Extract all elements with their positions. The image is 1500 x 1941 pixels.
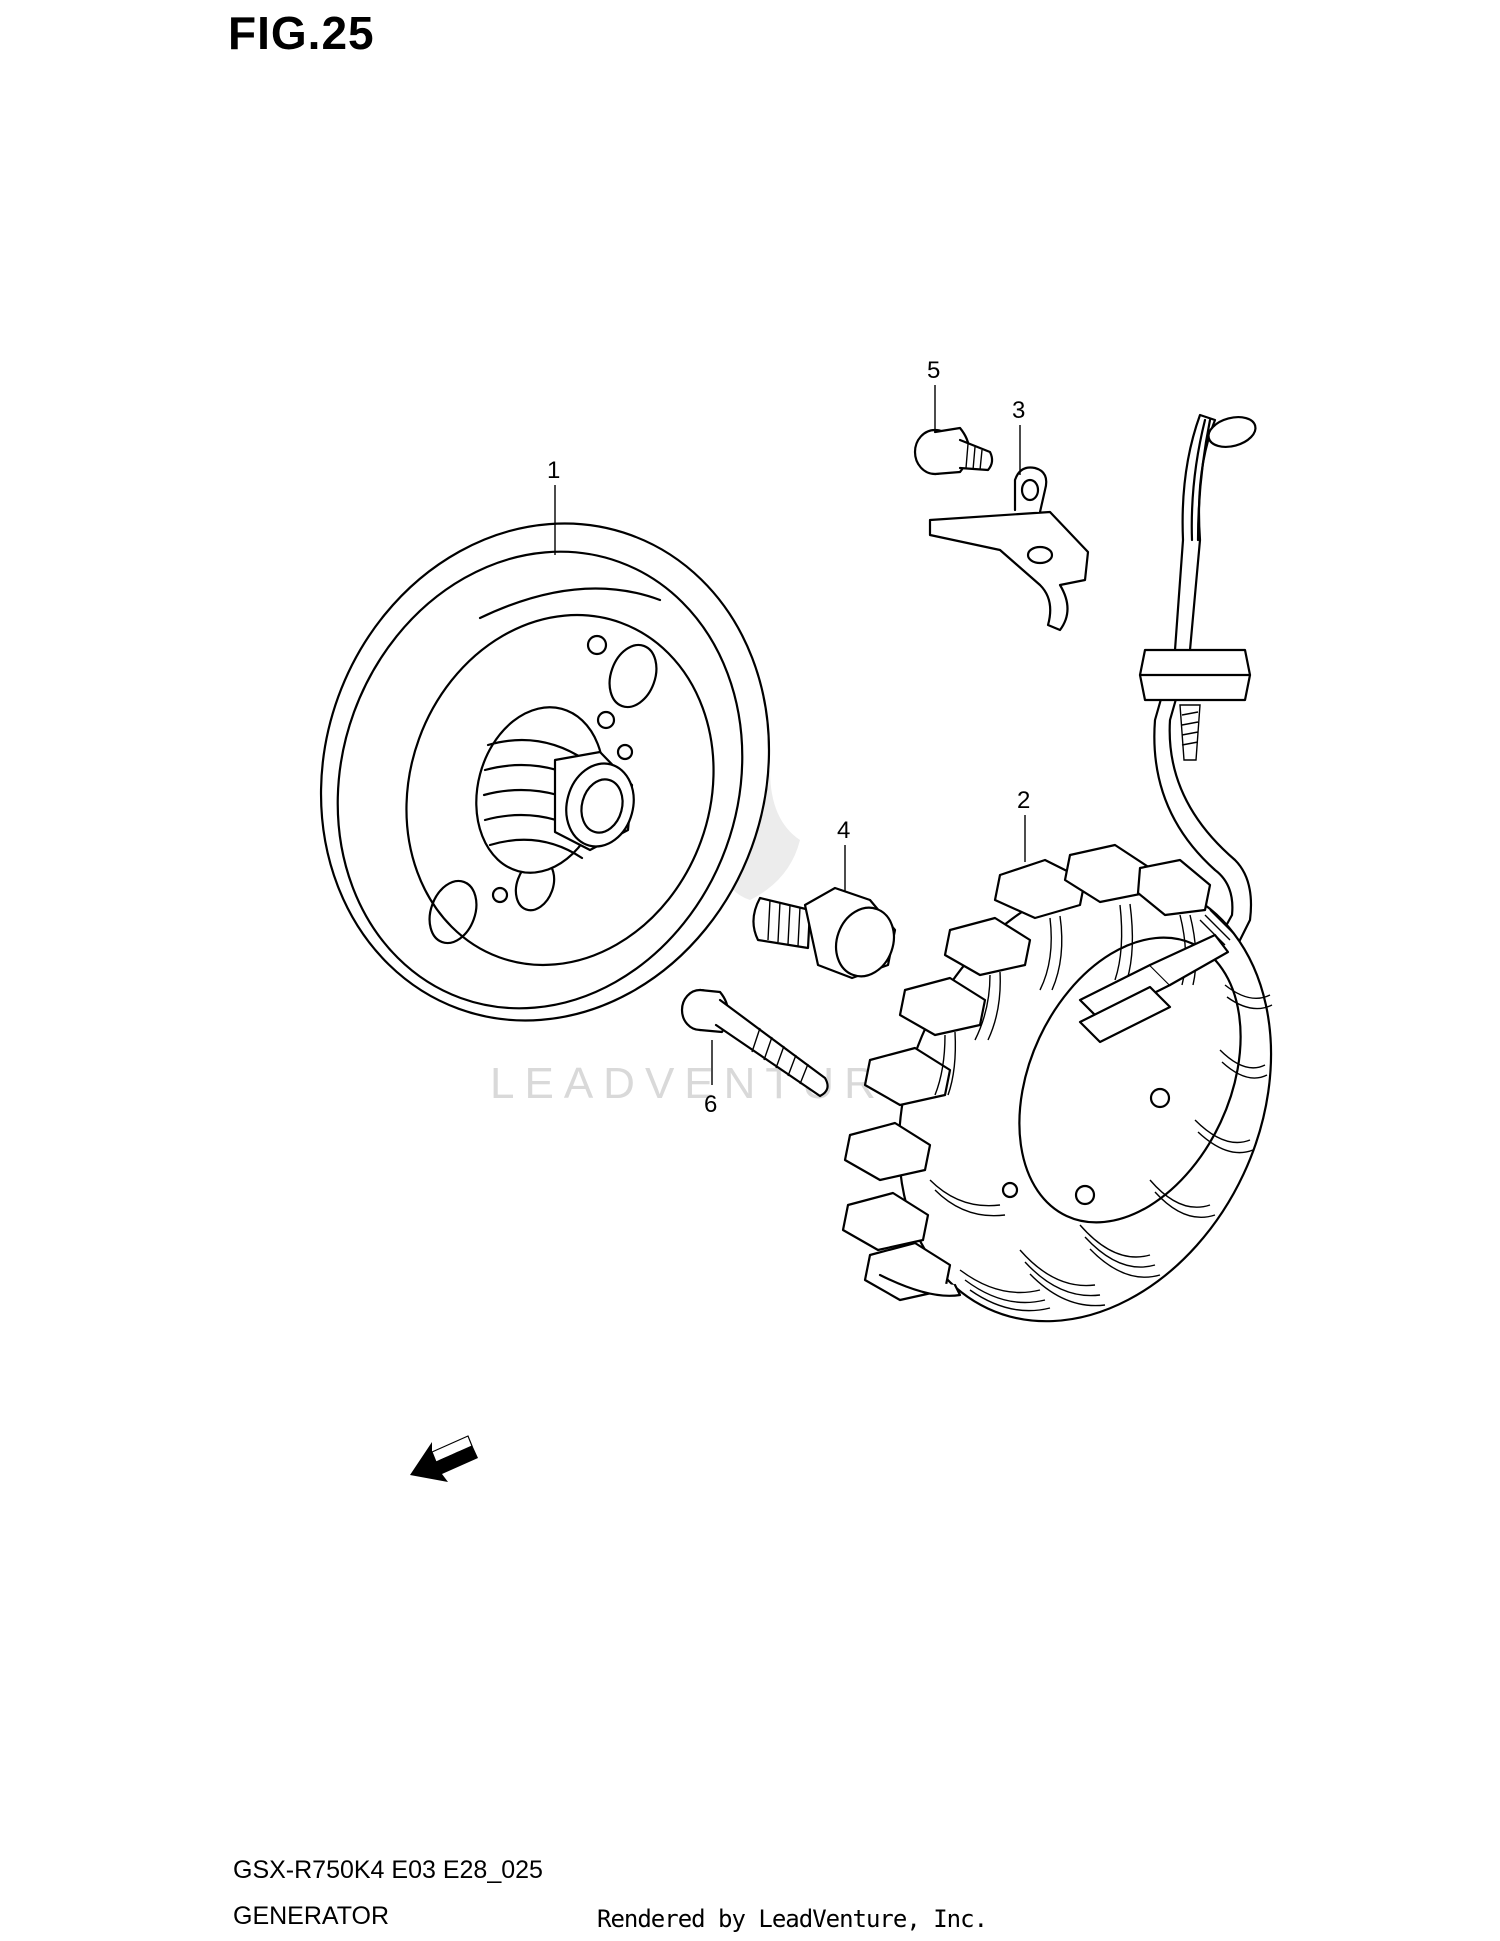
section-name: GENERATOR (233, 1902, 390, 1930)
stator-windings (841, 843, 1273, 1312)
wire-clamp[interactable] (928, 466, 1090, 632)
stator-bolt[interactable] (680, 988, 829, 1098)
callout-2: 2 (1017, 787, 1030, 862)
flywheel-rotor[interactable] (252, 460, 838, 1084)
figure-title: FIG.25 (228, 7, 375, 59)
callout-4: 4 (837, 817, 850, 892)
watermark-text: LEADVENTURE (490, 1059, 925, 1108)
callout-6: 6 (704, 1040, 717, 1118)
rotor-bolt[interactable] (752, 886, 903, 984)
model-code: GSX-R750K4 E03 E28_025 (233, 1856, 543, 1884)
svg-text:2: 2 (1017, 787, 1030, 814)
svg-text:3: 3 (1012, 397, 1025, 424)
callout-1: 1 (547, 457, 560, 555)
clamp-screw[interactable] (913, 426, 994, 476)
callout-5: 5 (927, 357, 940, 430)
callout-3: 3 (1012, 397, 1025, 475)
rendered-by-credit: Rendered by LeadVenture, Inc. (597, 1905, 988, 1933)
svg-text:5: 5 (927, 357, 940, 384)
svg-text:1: 1 (547, 457, 560, 484)
fwd-arrow-icon: FWD (410, 1435, 478, 1482)
svg-text:6: 6 (704, 1091, 717, 1118)
svg-text:4: 4 (837, 817, 850, 844)
